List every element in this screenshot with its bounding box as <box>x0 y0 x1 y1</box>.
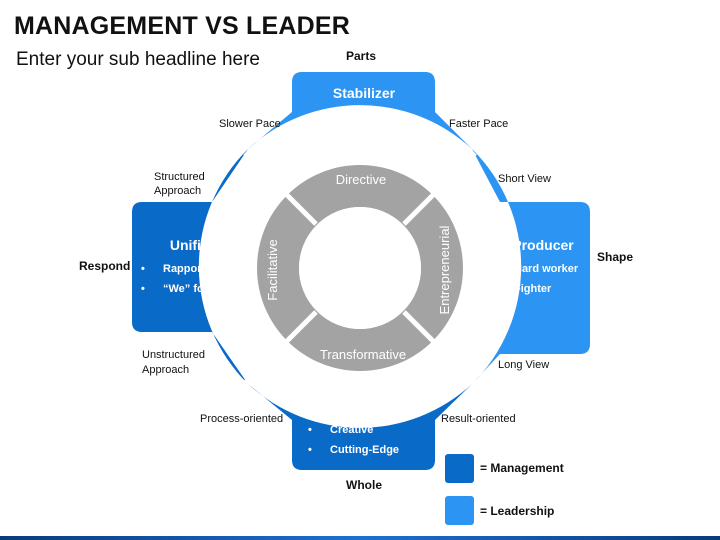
producer-item-2: Fighter <box>514 283 552 295</box>
label-unstructured-line-1: Unstructured <box>142 349 205 361</box>
ring-label-facilitative: Facilitative <box>265 239 280 300</box>
unifier-item-1: Rapport builder <box>163 263 246 275</box>
center-circle <box>299 207 421 329</box>
label-slower-pace: Slower Pace <box>219 118 281 130</box>
stabilizer-bullet-1: • <box>314 110 318 122</box>
ring-label-entrepreneurial: Entrepreneurial <box>437 225 452 314</box>
innovator-title: Innovator <box>326 398 390 414</box>
label-structured-line-2: Approach <box>154 185 201 197</box>
label-unstructured-line-2: Approach <box>142 364 189 376</box>
producer-bullet-1: • <box>492 263 496 275</box>
ring-label-transformative: Transformative <box>320 347 406 362</box>
page-title: MANAGEMENT VS LEADER <box>14 12 350 40</box>
stabilizer-bullet-2: • <box>314 130 318 142</box>
unifier-title: Unifier <box>170 237 215 253</box>
label-short-view: Short View <box>498 173 551 185</box>
legend-swatch-leadership <box>445 496 474 525</box>
page-subtitle: Enter your sub headline here <box>16 49 260 70</box>
label-structured-line-1: Structured <box>154 171 205 183</box>
legend-label-management: = Management <box>480 461 564 475</box>
label-process-oriented: Process-oriented <box>200 413 283 425</box>
axis-label-shape: Shape <box>597 250 633 264</box>
producer-title: Producer <box>512 237 574 253</box>
bottom-accent-bar <box>0 536 720 540</box>
dividers <box>243 151 477 385</box>
innovator-bullet-2: • <box>308 444 312 456</box>
unifier-bullet-1: • <box>141 263 145 275</box>
unifier-bullet-2: • <box>141 283 145 295</box>
label-long-view: Long View <box>498 359 549 371</box>
stabilizer-item-2: Quality Control <box>336 130 415 142</box>
axis-label-respond: Respond <box>79 259 130 273</box>
producer-quadrant <box>472 149 590 384</box>
unifier-quadrant <box>132 149 248 384</box>
center-ring <box>257 165 463 371</box>
legend-label-leadership: = Leadership <box>480 504 554 518</box>
stabilizer-title: Stabilizer <box>333 85 396 101</box>
innovator-item-1: Creative <box>330 424 373 436</box>
producer-item-1: Hard worker <box>514 263 579 275</box>
innovator-quadrant <box>248 384 472 470</box>
ring-label-directive: Directive <box>336 172 387 187</box>
label-faster-pace: Faster Pace <box>449 118 508 130</box>
stabilizer-item-1: Organizer <box>336 110 388 122</box>
axis-label-whole: Whole <box>346 478 382 492</box>
axis-label-parts: Parts <box>346 49 376 63</box>
producer-bullet-2: • <box>492 283 496 295</box>
label-result-oriented: Result-oriented <box>441 413 516 425</box>
legend-swatch-management <box>445 454 474 483</box>
innovator-bullet-1: • <box>308 424 312 436</box>
stabilizer-quadrant <box>248 72 472 149</box>
innovator-item-2: Cutting-Edge <box>330 444 399 456</box>
unifier-item-2: “We” focused <box>163 283 236 295</box>
